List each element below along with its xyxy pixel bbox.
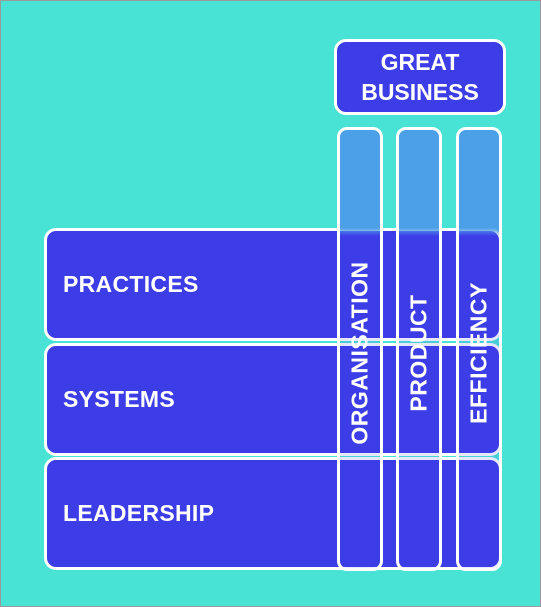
column-label: PRODUCT [405,294,432,412]
row-label: PRACTICES [63,271,199,297]
column-label: EFFICIENCY [465,282,492,424]
column-efficiency: EFFICIENCY [456,127,502,571]
column-product: PRODUCT [396,127,442,571]
row-label: SYSTEMS [63,386,176,412]
great-business-title: GREAT BUSINESS [361,47,479,107]
column-organisation: ORGANISATION [337,127,383,571]
great-business-line1: GREAT [380,49,460,75]
column-label: ORGANISATION [346,261,373,445]
great-business-line2: BUSINESS [361,79,479,105]
great-business-box: GREAT BUSINESS [334,39,506,115]
row-label: LEADERSHIP [63,500,215,526]
